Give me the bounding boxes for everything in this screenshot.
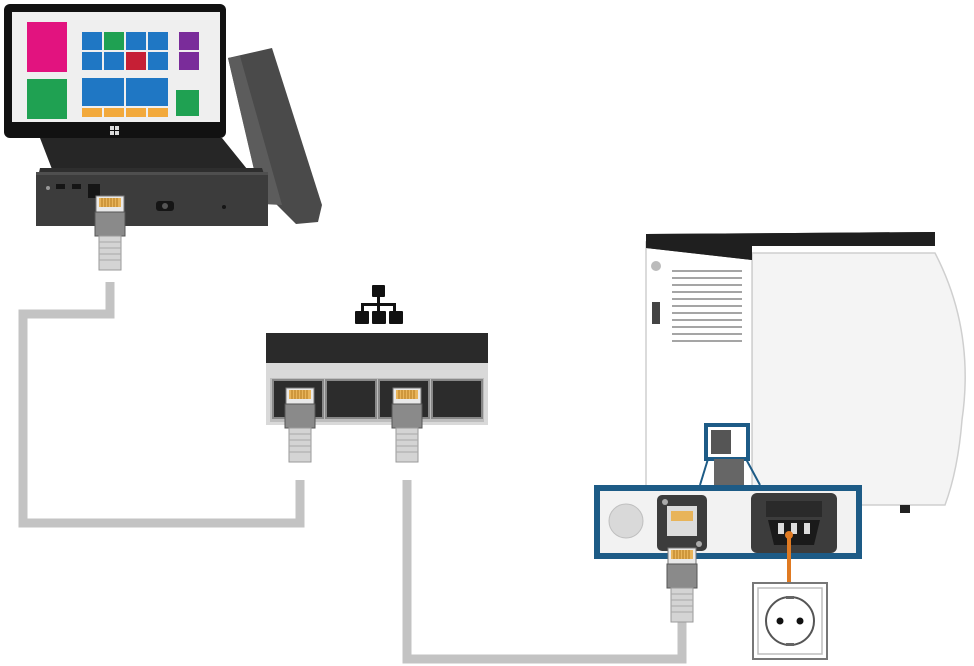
rear-power-inlet bbox=[751, 493, 837, 553]
switch-port-1-plug bbox=[284, 387, 316, 463]
tablet-dock bbox=[36, 48, 322, 226]
tablet bbox=[4, 4, 226, 138]
device bbox=[645, 232, 966, 513]
ethernet-cable-dock-to-switch bbox=[18, 282, 305, 528]
switch-port-3-plug bbox=[391, 387, 423, 463]
dock-ethernet-plug bbox=[94, 195, 126, 271]
network-hierarchy-icon bbox=[355, 285, 403, 324]
device-rear-panel-callout bbox=[594, 485, 862, 559]
wall-socket bbox=[752, 582, 828, 660]
dock-ports bbox=[46, 184, 226, 211]
ethernet-cable-switch-to-device bbox=[402, 480, 687, 664]
windows-logo-icon bbox=[110, 126, 119, 135]
device-ethernet-plug bbox=[666, 547, 698, 623]
tablet-start-tiles bbox=[82, 32, 199, 117]
rear-ethernet-socket bbox=[657, 495, 707, 551]
device-vent bbox=[672, 270, 742, 342]
